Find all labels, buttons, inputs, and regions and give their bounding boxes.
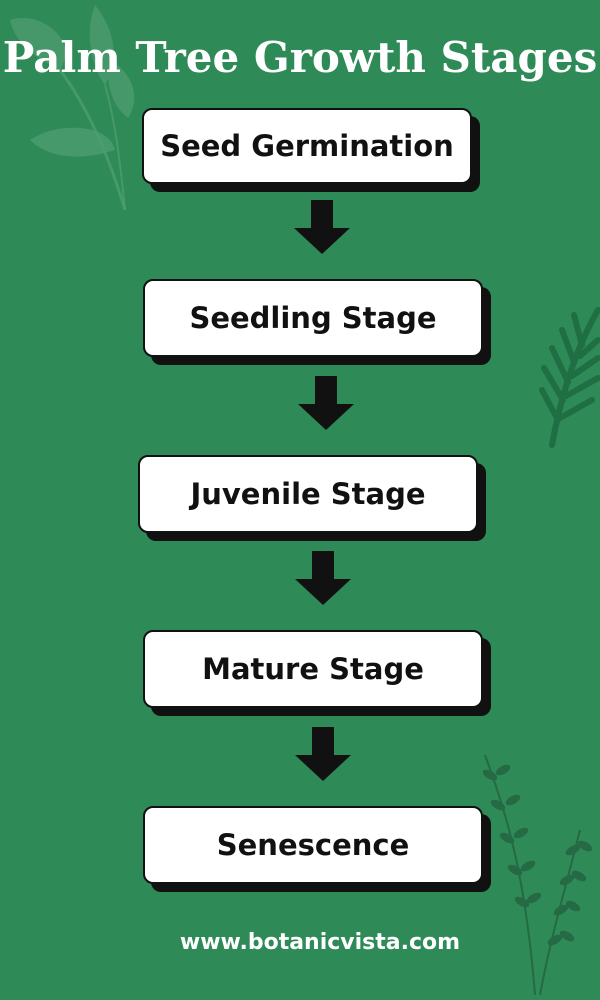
arrow-down-icon bbox=[295, 727, 351, 781]
page-title: Palm Tree Growth Stages bbox=[2, 33, 598, 82]
arrow-down-icon bbox=[298, 376, 354, 430]
website-url: www.botanicvista.com bbox=[179, 930, 461, 955]
stage-label: Senescence bbox=[216, 828, 410, 862]
stage-box-senescence: Senescence bbox=[143, 806, 483, 884]
arrow-down-icon bbox=[295, 551, 351, 605]
stage-box-seed-germination: Seed Germination bbox=[142, 108, 472, 184]
stage-box-juvenile-stage: Juvenile Stage bbox=[138, 455, 478, 533]
stage-label: Mature Stage bbox=[202, 652, 424, 686]
stage-label: Seedling Stage bbox=[189, 301, 437, 335]
stage-box-mature-stage: Mature Stage bbox=[143, 630, 483, 708]
stage-box-seedling-stage: Seedling Stage bbox=[143, 279, 483, 357]
fern-icon bbox=[482, 754, 593, 996]
stage-label: Juvenile Stage bbox=[190, 477, 426, 511]
stage-label: Seed Germination bbox=[160, 129, 454, 163]
palm-frond-icon bbox=[539, 307, 600, 448]
arrow-down-icon bbox=[294, 200, 350, 254]
leaf-icon bbox=[10, 5, 135, 211]
